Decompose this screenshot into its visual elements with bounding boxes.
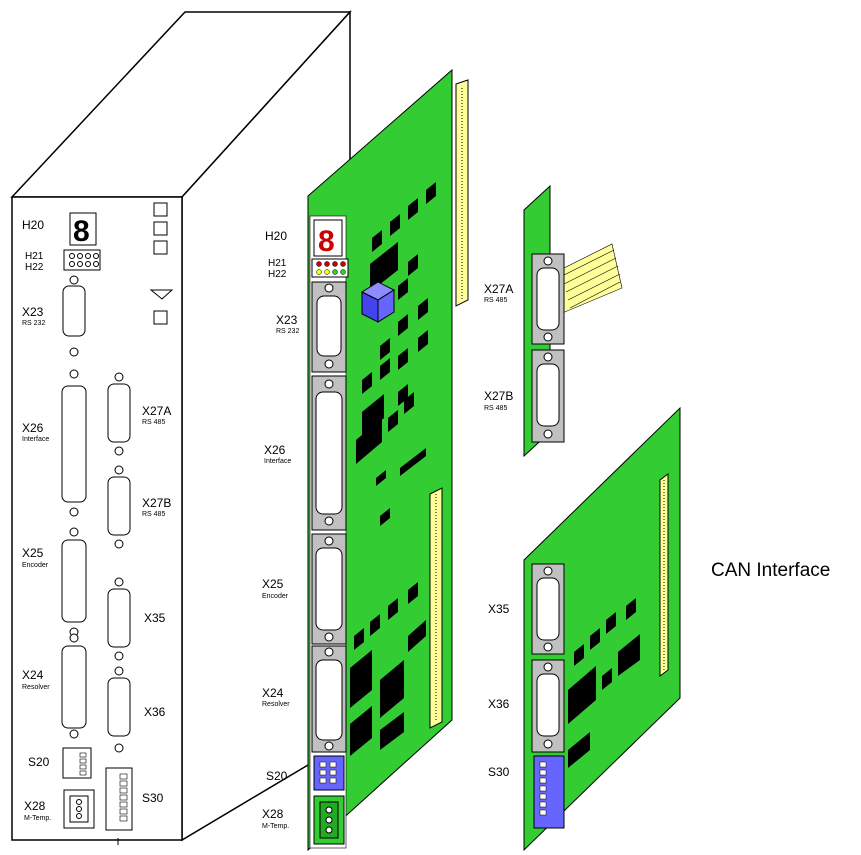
- can-s30-label: S30: [488, 765, 510, 779]
- housing-x27a-connector: [107, 383, 131, 443]
- can-x36-connector: [536, 673, 560, 737]
- housing-square-2: [153, 221, 168, 236]
- main-board-x24-label: X24: [262, 686, 284, 700]
- housing-x26-sub: Interface: [22, 436, 49, 443]
- housing-s30-label: S30: [142, 791, 164, 805]
- housing-x28-label: X28: [24, 799, 46, 813]
- housing-x35-label: X35: [144, 611, 166, 625]
- main-board-x26-connector: [315, 391, 343, 515]
- can-board: X35 X36 S30 CAN Interface: [488, 406, 830, 852]
- main-board-x23-label: X23: [276, 313, 298, 327]
- main-board-x23-connector: [316, 295, 342, 357]
- main-board-display: [313, 219, 343, 257]
- rs485-x27b-sub: RS 485: [484, 405, 507, 412]
- can-s30-switch: [533, 755, 565, 829]
- main-board-x28-label: X28: [262, 807, 284, 821]
- housing-s20-label: S20: [28, 755, 50, 769]
- can-x35-connector: [536, 577, 560, 641]
- housing-square-3: [153, 240, 168, 255]
- main-board-s20-switch: [313, 755, 345, 791]
- rs485-x27a-connector: [536, 267, 560, 331]
- housing-x27a-sub: RS 485: [142, 419, 165, 426]
- rs485-ribbon-cable: [555, 243, 623, 315]
- can-interface-title: CAN Interface: [711, 560, 830, 581]
- housing-h20-label: H20: [22, 218, 44, 232]
- housing-x36-connector: [107, 677, 131, 737]
- main-board-x25-connector: [315, 547, 343, 631]
- housing-h22-label: H22: [25, 262, 44, 273]
- housing-x27b-label: X27B: [142, 496, 171, 510]
- housing-s20-switch: [62, 747, 92, 779]
- housing-x25-sub: Encoder: [22, 562, 49, 569]
- housing-triangle: [149, 289, 174, 300]
- main-board-h20-label: H20: [265, 229, 287, 243]
- can-board-chips: [568, 598, 640, 768]
- housing-leds: [69, 253, 99, 267]
- main-board-x28-sub: M-Temp.: [262, 823, 289, 830]
- housing-x27b-sub: RS 485: [142, 511, 165, 518]
- main-board-x26-sub: Interface: [264, 458, 291, 465]
- main-board-h22-label: H22: [268, 269, 287, 280]
- main-board-chips: [350, 182, 436, 756]
- main-board-x25-sub: Encoder: [262, 593, 289, 600]
- main-board-x25-label: X25: [262, 577, 284, 591]
- main-board-s20-label: S20: [266, 769, 288, 783]
- housing-x27a-label: X27A: [142, 404, 171, 418]
- main-board-blue-block: [360, 281, 396, 323]
- housing-x23-connector: [62, 285, 86, 337]
- main-board-x24-connector: [315, 659, 343, 741]
- housing-x24-sub: Resolver: [22, 684, 50, 691]
- housing-display-glyph: 8: [73, 215, 90, 248]
- drive-housing: 8 H20 H21 H22 X23 RS 232 X26 Interface X…: [10, 10, 352, 845]
- housing-x26-label: X26: [22, 421, 44, 435]
- rs485-x27a-label: X27A: [484, 282, 513, 296]
- rs485-board: X27A RS 485 X27B RS 485: [484, 184, 623, 458]
- main-board-h21-label: H21: [268, 258, 287, 269]
- rs485-x27a-sub: RS 485: [484, 297, 507, 304]
- housing-x28-sub: M-Temp.: [24, 815, 51, 822]
- housing-front: [11, 196, 183, 841]
- housing-x35-connector: [107, 588, 131, 648]
- housing-x24-connector: [61, 645, 87, 729]
- can-board-header: [659, 473, 669, 677]
- housing-x27b-connector: [107, 476, 131, 536]
- housing-x25-connector: [61, 539, 87, 623]
- housing-x26-connector: [61, 385, 87, 503]
- rs485-x27b-connector: [536, 363, 560, 427]
- housing-display: [69, 212, 97, 246]
- can-x35-label: X35: [488, 602, 510, 616]
- housing-x25-label: X25: [22, 546, 44, 560]
- housing-square-1: [153, 202, 168, 217]
- housing-x24-label: X24: [22, 668, 44, 682]
- housing-led-block: [63, 249, 101, 271]
- housing-x23-label: X23: [22, 305, 44, 319]
- main-board-x23-sub: RS 232: [276, 328, 299, 335]
- housing-square-4: [153, 310, 168, 325]
- housing-x36-label: X36: [144, 705, 166, 719]
- main-board-x26-label: X26: [264, 443, 286, 457]
- housing-h21-label: H21: [25, 251, 44, 262]
- can-x36-label: X36: [488, 697, 510, 711]
- main-board: 8 H20 H21 H22 X23 RS 232 X26 Interface X…: [262, 68, 469, 852]
- main-board-x24-sub: Resolver: [262, 701, 290, 708]
- housing-s30-switch: [105, 767, 133, 831]
- rs485-x27b-label: X27B: [484, 389, 513, 403]
- main-board-display-glyph: 8: [318, 225, 335, 258]
- housing-x23-sub: RS 232: [22, 320, 45, 327]
